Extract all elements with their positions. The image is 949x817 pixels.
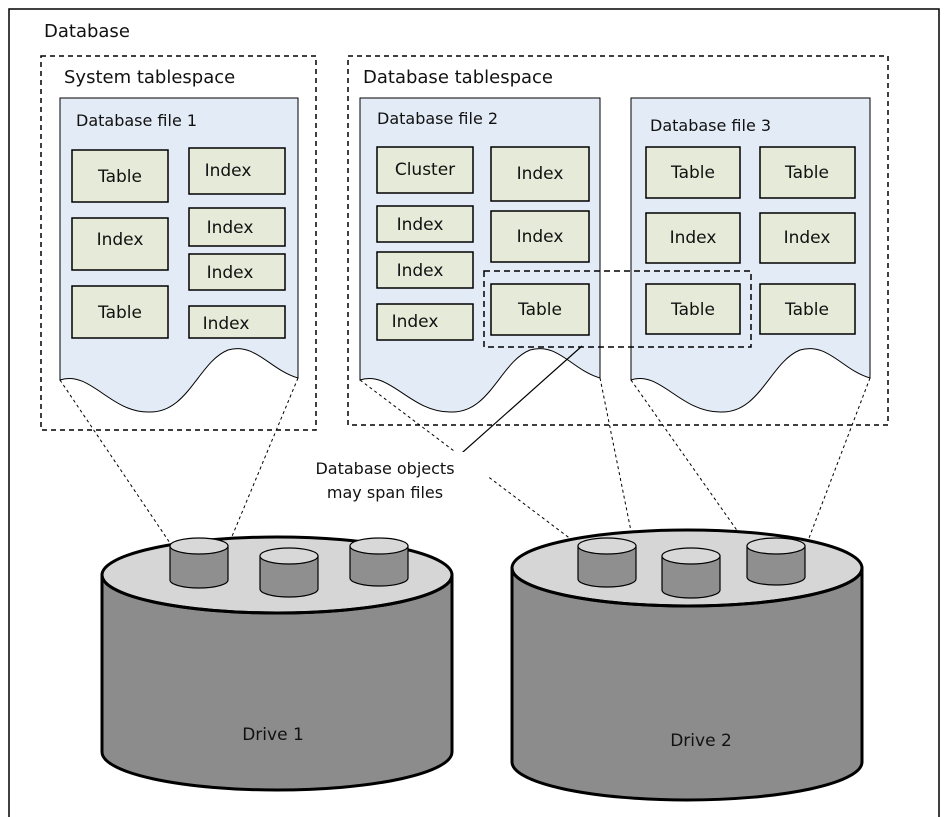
- file-2-object-index: Index: [376, 303, 474, 341]
- file-1-object-index: Index: [188, 207, 286, 247]
- drive-1-label: Drive 1: [242, 725, 304, 745]
- drive-1-cylinder: [169, 537, 229, 589]
- file-3-object-table: Table: [645, 146, 741, 199]
- file-2-object-index: Index: [376, 205, 474, 243]
- database-file-3-label: Database file 3: [650, 116, 771, 135]
- svg-text:Index: Index: [517, 164, 564, 184]
- svg-text:Index: Index: [397, 261, 444, 281]
- drive-2-cylinder: [746, 537, 806, 586]
- file-1-object-table: Table: [71, 285, 169, 339]
- svg-text:Table: Table: [517, 300, 562, 320]
- drive-2-label: Drive 2: [670, 731, 732, 751]
- drive-2-cylinder: [661, 547, 721, 599]
- system-tablespace-box: [40, 55, 317, 431]
- svg-text:Table: Table: [784, 300, 829, 320]
- svg-text:Index: Index: [203, 314, 250, 334]
- file-1-object-index: Index: [188, 253, 286, 291]
- file-1-object-index: Index: [71, 217, 169, 271]
- svg-text:Table: Table: [97, 167, 142, 187]
- database-tablespace-box: [347, 55, 889, 426]
- database-title: Database: [44, 21, 130, 42]
- svg-text:Index: Index: [207, 218, 254, 238]
- drive-1-cylinder: [259, 547, 319, 598]
- file-3-object-table: Table: [759, 283, 856, 335]
- file-2-object-index: Index: [376, 251, 474, 289]
- svg-text:Index: Index: [207, 263, 254, 283]
- spanning-objects-outline: [483, 270, 752, 348]
- file-1-object-index: Index: [188, 147, 286, 195]
- drive-2-cylinder: [577, 537, 637, 588]
- drive-1-cylinder: [349, 537, 409, 587]
- projection-lines: [59, 377, 871, 547]
- database-tablespace-label: Database tablespace: [363, 67, 553, 88]
- svg-text:Index: Index: [205, 161, 252, 181]
- file-2-object-index: Index: [490, 210, 590, 263]
- file-3-object-index: Index: [645, 212, 741, 264]
- file-2-object-cluster: Cluster: [376, 146, 474, 194]
- svg-text:Table: Table: [670, 163, 715, 183]
- svg-text:Index: Index: [397, 215, 444, 235]
- svg-text:Index: Index: [517, 227, 564, 247]
- svg-text:Table: Table: [784, 163, 829, 183]
- file-3-object-table: Table: [645, 283, 741, 335]
- svg-text:Index: Index: [670, 228, 717, 248]
- file-3-object-table: Table: [759, 146, 856, 199]
- file-1-object-index: Index: [188, 305, 286, 339]
- svg-text:Index: Index: [392, 312, 439, 332]
- svg-text:Table: Table: [97, 303, 142, 323]
- database-file-1-label: Database file 1: [76, 111, 197, 130]
- svg-text:Table: Table: [670, 300, 715, 320]
- svg-text:Cluster: Cluster: [395, 160, 455, 180]
- database-file-2-label: Database file 2: [377, 109, 498, 128]
- file-3-object-index: Index: [759, 212, 856, 264]
- system-tablespace-label: System tablespace: [64, 67, 235, 88]
- annotation-line-2: may span files: [327, 483, 443, 502]
- svg-text:Index: Index: [97, 230, 144, 250]
- svg-text:Index: Index: [784, 228, 831, 248]
- file-2-object-table: Table: [490, 283, 590, 336]
- file-1-object-table: Table: [71, 149, 169, 203]
- file-2-object-index: Index: [490, 146, 590, 202]
- database-frame: [8, 8, 940, 817]
- annotation-line-1: Database objects: [315, 459, 454, 478]
- annotation-backdrop: [292, 452, 488, 512]
